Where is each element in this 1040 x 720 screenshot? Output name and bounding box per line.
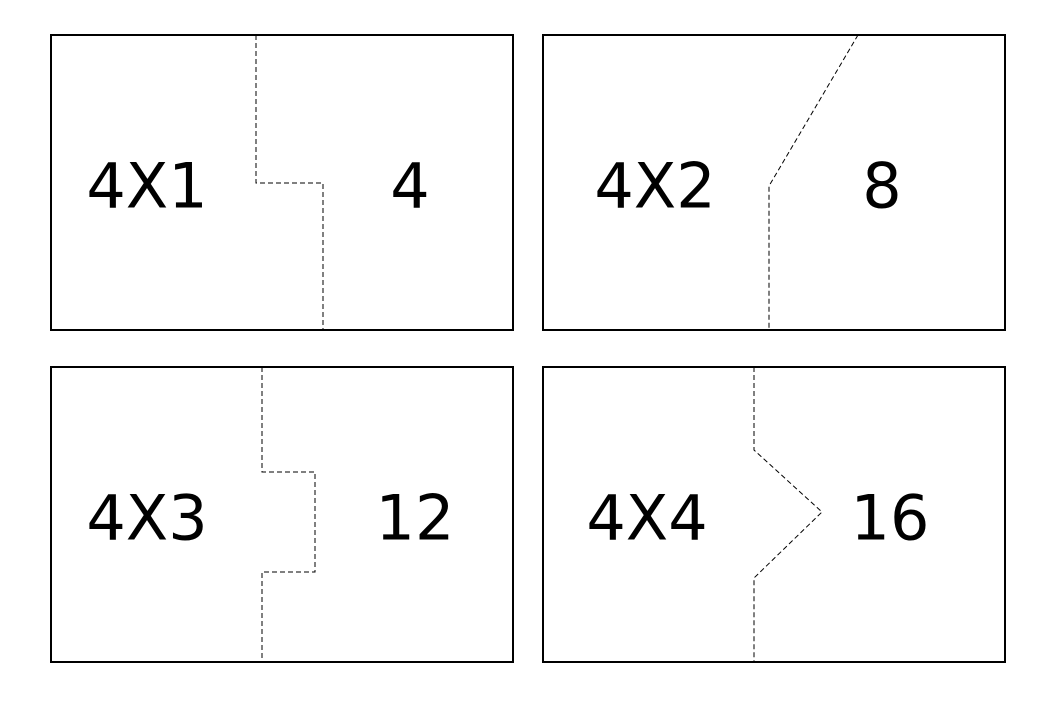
card-border: [50, 366, 514, 663]
answer-text: 16: [851, 482, 930, 555]
question-text: 4X3: [86, 482, 207, 555]
cut-line: [261, 367, 316, 662]
question-text: 4X4: [586, 482, 707, 555]
answer-text: 8: [862, 150, 901, 223]
cut-line: [753, 367, 823, 662]
card-border: [542, 34, 1006, 331]
answer-text: 12: [376, 482, 455, 555]
cut-line: [768, 34, 859, 330]
puzzle-card-2: 4X2 8: [542, 34, 1006, 331]
cut-line: [255, 35, 324, 330]
answer-text: 4: [390, 150, 429, 223]
card-border: [542, 366, 1006, 663]
card-border: [50, 34, 514, 331]
puzzle-card-4: 4X4 16: [542, 366, 1006, 663]
puzzle-card-3: 4X3 12: [50, 366, 514, 663]
question-text: 4X2: [594, 150, 715, 223]
question-text: 4X1: [86, 150, 207, 223]
puzzle-card-1: 4X1 4: [50, 34, 514, 331]
